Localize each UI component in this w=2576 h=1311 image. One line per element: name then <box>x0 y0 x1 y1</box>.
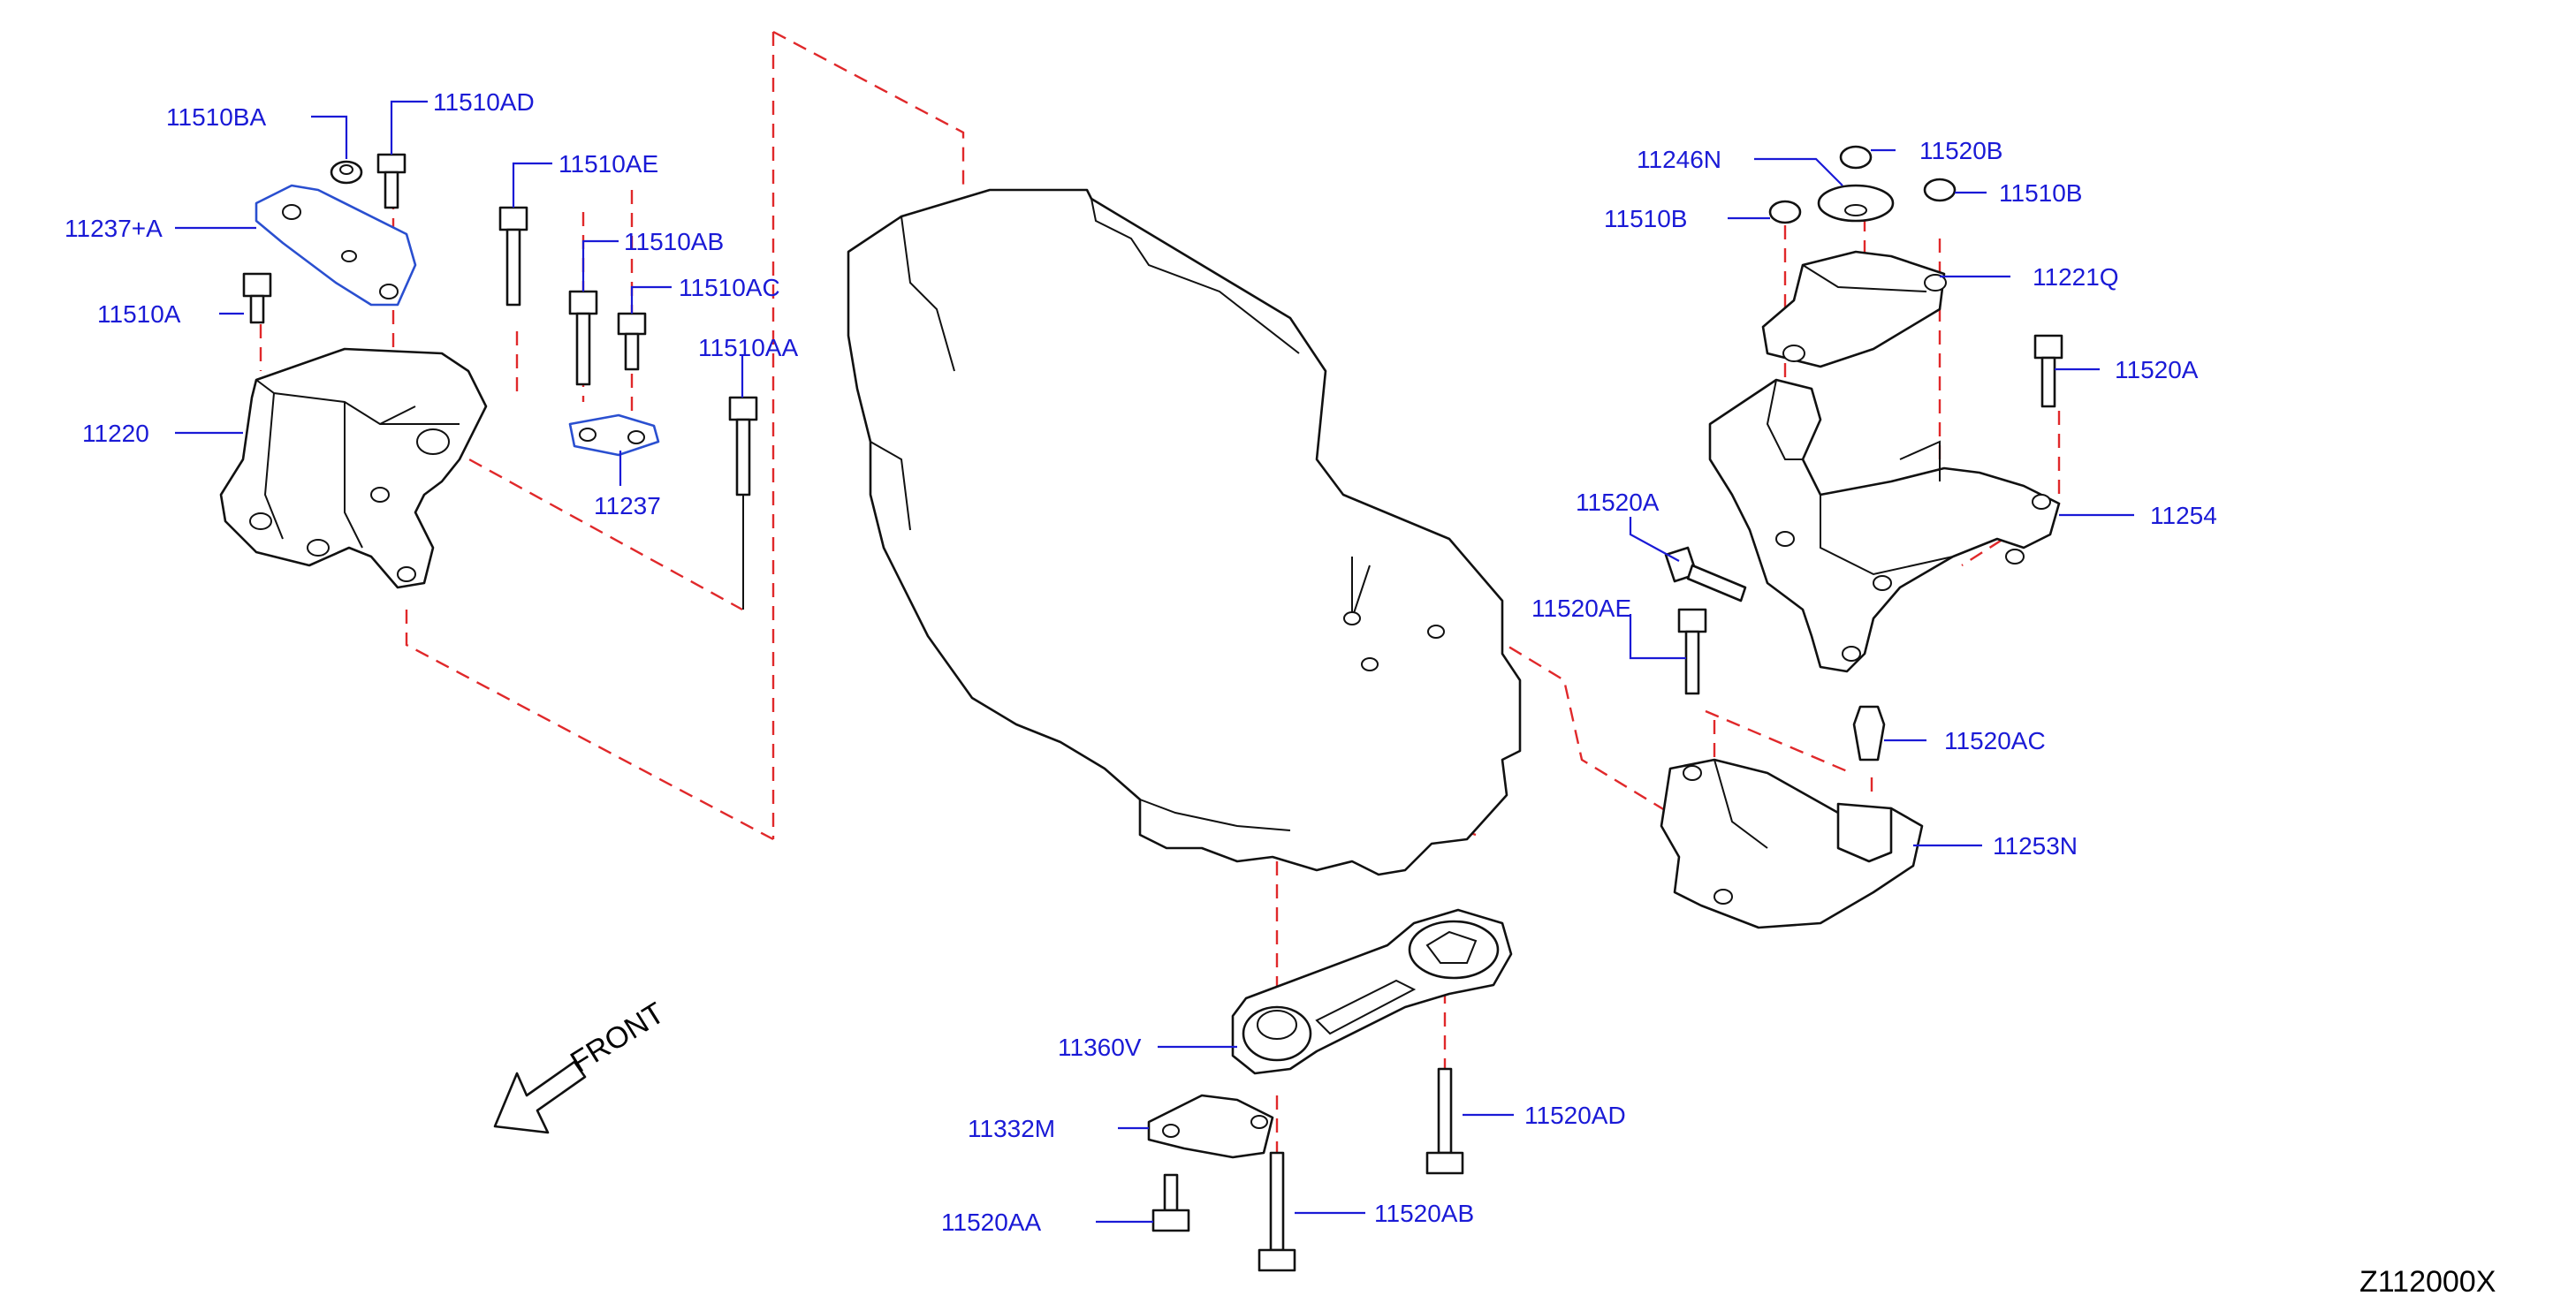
stud-11520ac[interactable] <box>1852 705 1886 762</box>
bolt-11520ad[interactable] <box>1425 1067 1464 1175</box>
nut-11520b[interactable] <box>1839 145 1873 170</box>
label-11332m[interactable]: 11332M <box>968 1115 1055 1142</box>
torque-rod-11360v[interactable] <box>1231 908 1513 1075</box>
label-11510aa[interactable]: 11510AA <box>698 334 798 361</box>
label-11510ba[interactable]: 11510BA <box>166 103 266 131</box>
bracket-11332m[interactable] <box>1147 1094 1274 1159</box>
label-11220[interactable]: 11220 <box>82 420 149 447</box>
bolt-11520ae[interactable] <box>1677 608 1707 695</box>
insulator-11246n[interactable] <box>1817 184 1895 223</box>
label-11510b-left[interactable]: 11510B <box>1604 205 1687 232</box>
nut-11510b-right[interactable] <box>1923 178 1957 202</box>
label-11246n[interactable]: 11246N <box>1637 146 1721 173</box>
label-11520b[interactable]: 11520B <box>1919 137 2002 164</box>
label-11237a[interactable]: 11237+A <box>65 215 163 242</box>
label-11520aa[interactable]: 11520AA <box>941 1209 1041 1236</box>
label-11510ae[interactable]: 11510AE <box>559 150 658 178</box>
bracket-11254[interactable] <box>1708 378 2061 673</box>
part-labels: 11510BA 11510AD 11510AE 11237+A 11510AB … <box>65 88 2217 1236</box>
mount-cover-11221q[interactable] <box>1761 250 1947 368</box>
leader-lines <box>175 100 2134 1224</box>
label-11510a[interactable]: 11510A <box>97 300 181 328</box>
bolt-11510ad[interactable] <box>376 153 407 209</box>
label-11237[interactable]: 11237 <box>594 492 661 519</box>
label-11360v[interactable]: 11360V <box>1058 1034 1142 1061</box>
label-11520a-top[interactable]: 11520A <box>2115 356 2199 383</box>
label-11254[interactable]: 11254 <box>2150 502 2217 529</box>
mount-11253n[interactable] <box>1660 758 1924 929</box>
diagram-code: Z112000X <box>2359 1265 2496 1299</box>
bolt-11510ba[interactable] <box>330 160 363 185</box>
bolt-11520a-mid[interactable] <box>1664 546 1747 602</box>
front-label: FRONT <box>565 997 670 1080</box>
label-11253n[interactable]: 11253N <box>1993 832 2078 860</box>
bolt-11520aa[interactable] <box>1151 1173 1190 1232</box>
label-11520ab[interactable]: 11520AB <box>1374 1200 1474 1227</box>
label-11510ab[interactable]: 11510AB <box>624 228 724 255</box>
bolt-11510ab[interactable] <box>568 290 598 386</box>
label-11510ad[interactable]: 11510AD <box>433 88 535 116</box>
label-11520ae[interactable]: 11520AE <box>1531 595 1631 622</box>
label-11510b-right[interactable]: 11510B <box>1999 179 2082 207</box>
bolt-11510a[interactable] <box>242 272 272 324</box>
label-11520a-mid[interactable]: 11520A <box>1576 489 1660 516</box>
bolt-11520a-top[interactable] <box>2033 334 2063 408</box>
label-11510ac[interactable]: 11510AC <box>679 274 780 301</box>
nut-11510b-left[interactable] <box>1768 200 1802 224</box>
bolt-11510aa[interactable] <box>728 396 758 610</box>
front-arrow-icon <box>493 1060 587 1134</box>
bolt-11510ac[interactable] <box>617 312 647 371</box>
engine-block <box>847 188 1522 876</box>
label-11221q[interactable]: 11221Q <box>2033 263 2119 291</box>
plate-11237[interactable] <box>568 413 660 457</box>
bracket-11237a[interactable] <box>255 184 417 307</box>
label-11520ac[interactable]: 11520AC <box>1944 727 2046 754</box>
bolt-11510ae[interactable] <box>498 206 528 307</box>
label-11520ad[interactable]: 11520AD <box>1524 1102 1626 1129</box>
bolt-11520ab[interactable] <box>1258 1151 1296 1272</box>
engine-mount-11220[interactable] <box>219 347 488 589</box>
